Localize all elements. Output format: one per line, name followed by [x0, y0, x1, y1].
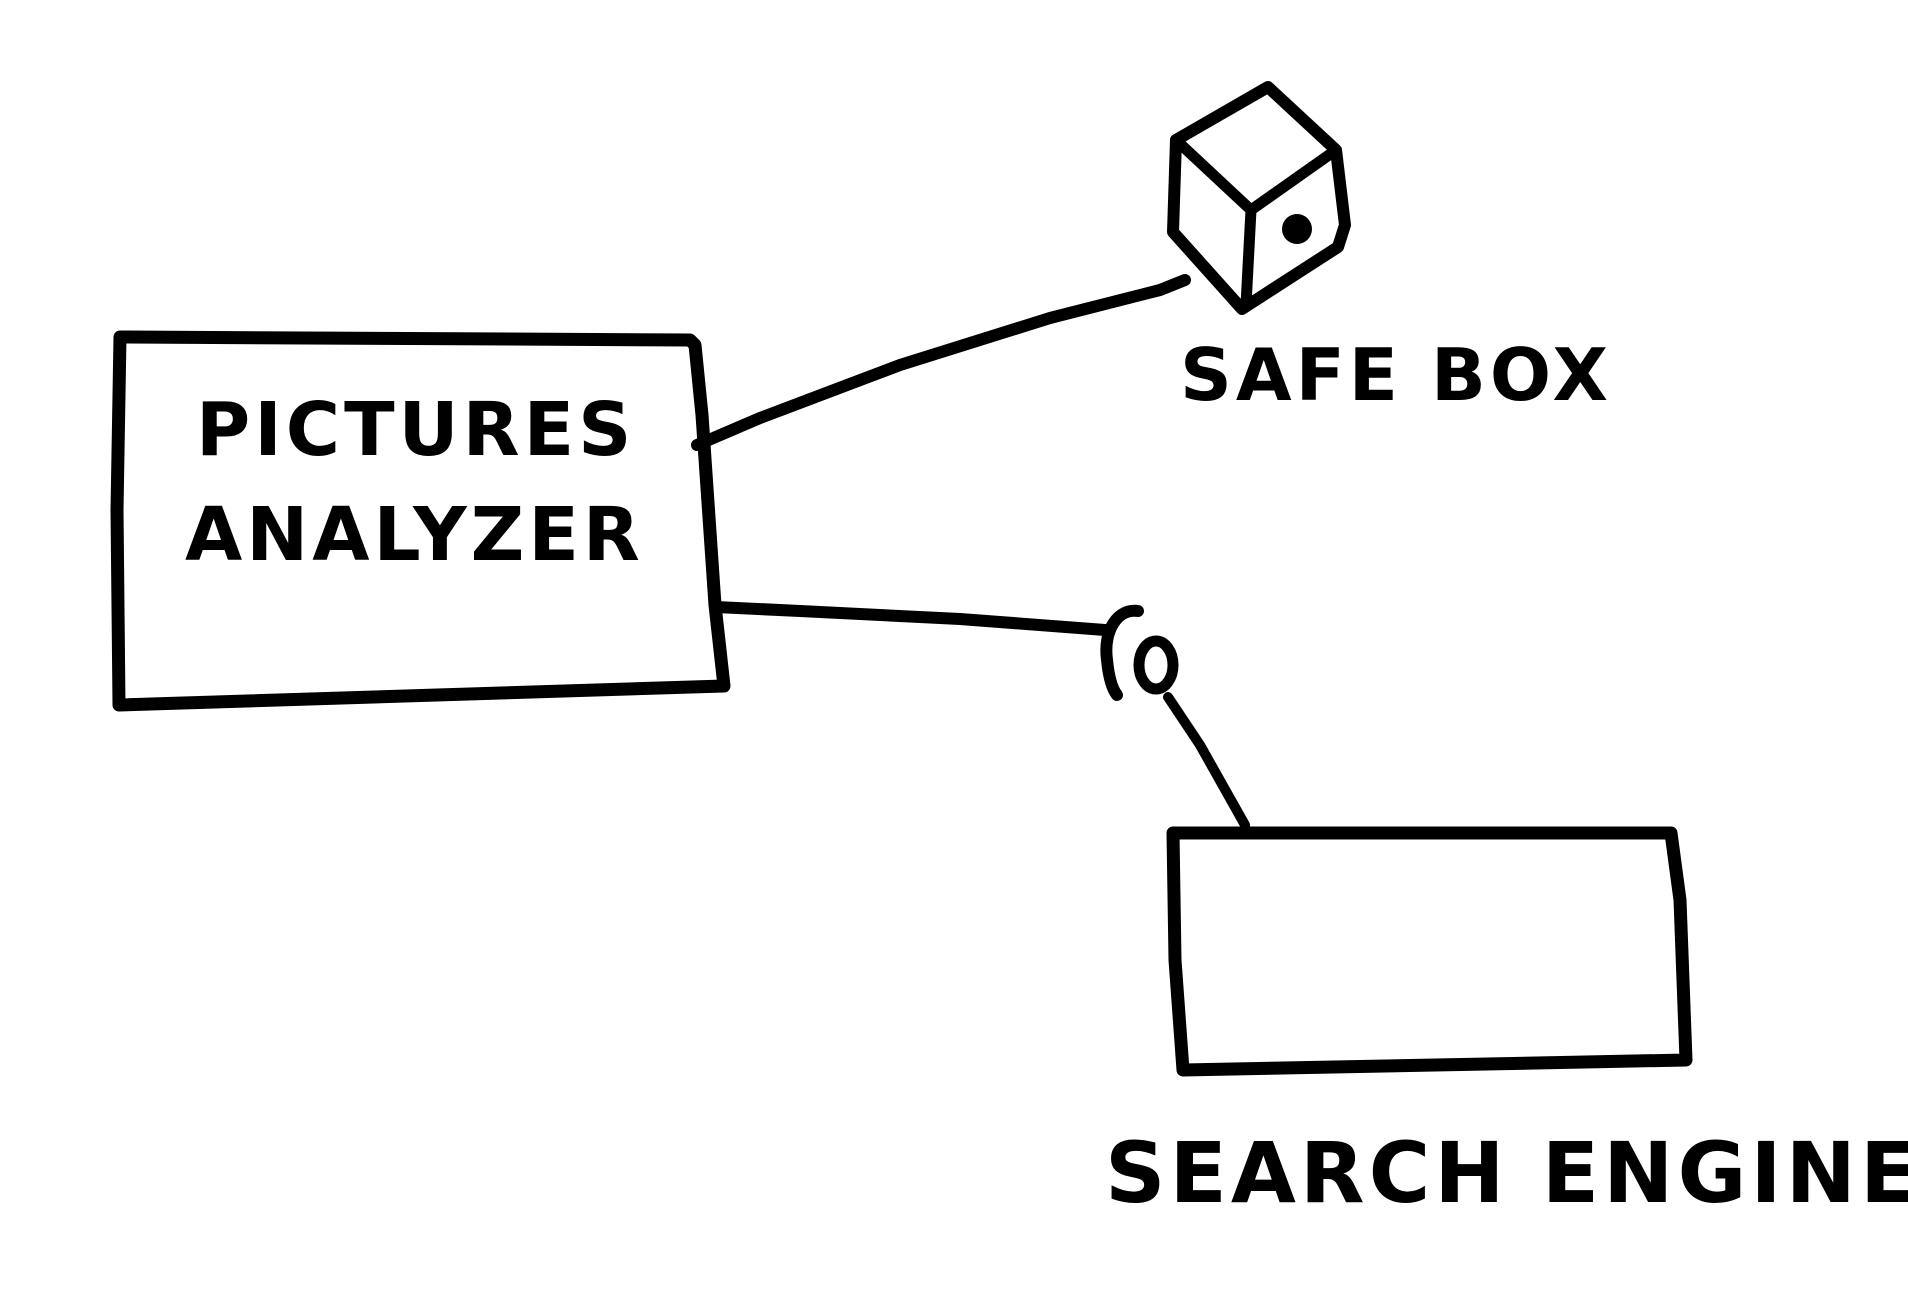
interface-socket-icon	[1100, 604, 1179, 701]
connector-analyzer-to-safebox	[691, 274, 1191, 451]
connector-interface-to-searchengine	[1163, 692, 1250, 830]
safe-box-icon	[1167, 81, 1351, 315]
safe-box-node: SAFE BOX	[1167, 81, 1612, 417]
pictures-analyzer-node: PICTURES ANALYZER	[110, 330, 731, 712]
pictures-analyzer-label-line1: PICTURES	[196, 387, 635, 473]
search-engine-node: SEARCH ENGINE	[1105, 826, 1908, 1222]
safe-box-label: SAFE BOX	[1180, 333, 1612, 417]
search-engine-label: SEARCH ENGINE	[1105, 1124, 1908, 1222]
search-engine-box	[1166, 826, 1693, 1077]
connector-analyzer-to-interface	[710, 601, 1111, 636]
pictures-analyzer-label-line2: ANALYZER	[185, 492, 644, 578]
